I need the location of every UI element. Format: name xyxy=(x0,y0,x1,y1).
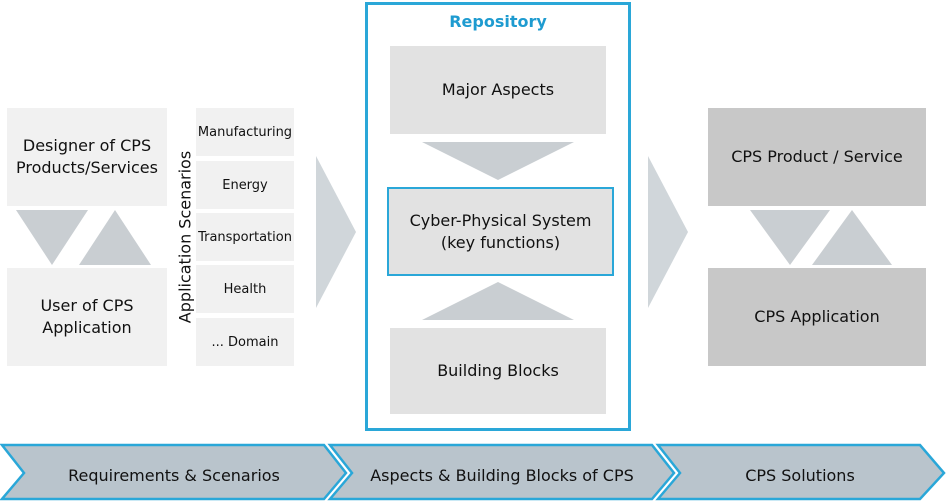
building-blocks-box: Building Blocks xyxy=(390,328,606,414)
repository-title: Repository xyxy=(449,12,547,31)
scenario-label: Energy xyxy=(222,177,268,193)
designer-label: Designer of CPS Products/Services xyxy=(16,136,158,177)
building-blocks-label: Building Blocks xyxy=(437,361,559,380)
scenario-label: Health xyxy=(223,281,267,297)
step-solutions-label: CPS Solutions xyxy=(745,465,855,485)
designer-box: Designer of CPS Products/Services xyxy=(7,108,167,206)
scenario-label: ... Domain xyxy=(211,334,279,350)
chevron-solutions xyxy=(655,443,946,501)
user-label: User of CPS Application xyxy=(40,296,134,337)
cps-key-functions-label: Cyber-Physical System (key functions) xyxy=(409,210,592,252)
scenario-label: Transportation xyxy=(198,229,292,245)
up-triangle-repo xyxy=(422,282,574,320)
major-aspects-box: Major Aspects xyxy=(390,46,606,134)
scenario-domain: ... Domain xyxy=(196,318,294,366)
cps-application-box: CPS Application xyxy=(708,268,926,366)
scenario-transportation: Transportation xyxy=(196,213,294,261)
step-requirements-label: Requirements & Scenarios xyxy=(68,465,280,485)
major-aspects-label: Major Aspects xyxy=(441,80,555,99)
cps-product-service-label: CPS Product / Service xyxy=(731,147,903,166)
cps-application-label: CPS Application xyxy=(754,307,880,326)
chevron-aspects xyxy=(327,443,676,501)
chevron-requirements xyxy=(0,443,348,501)
scenario-energy: Energy xyxy=(196,161,294,209)
down-triangle-repo xyxy=(422,142,574,180)
down-triangle-left xyxy=(16,210,88,265)
down-triangle-right xyxy=(750,210,830,265)
application-scenarios-title: Application Scenarios xyxy=(175,150,195,324)
up-triangle-right xyxy=(812,210,892,265)
right-arrow-2 xyxy=(648,156,688,308)
cps-product-service-box: CPS Product / Service xyxy=(708,108,926,206)
up-triangle-left xyxy=(79,210,151,265)
scenario-manufacturing: Manufacturing xyxy=(196,108,294,156)
step-aspects-label: Aspects & Building Blocks of CPS xyxy=(370,465,634,485)
cps-key-functions-box: Cyber-Physical System (key functions) xyxy=(387,187,614,276)
scenario-health: Health xyxy=(196,265,294,313)
right-arrow-1 xyxy=(316,156,356,308)
user-box: User of CPS Application xyxy=(7,268,167,366)
scenario-label: Manufacturing xyxy=(197,124,293,140)
process-chevrons xyxy=(0,443,946,501)
